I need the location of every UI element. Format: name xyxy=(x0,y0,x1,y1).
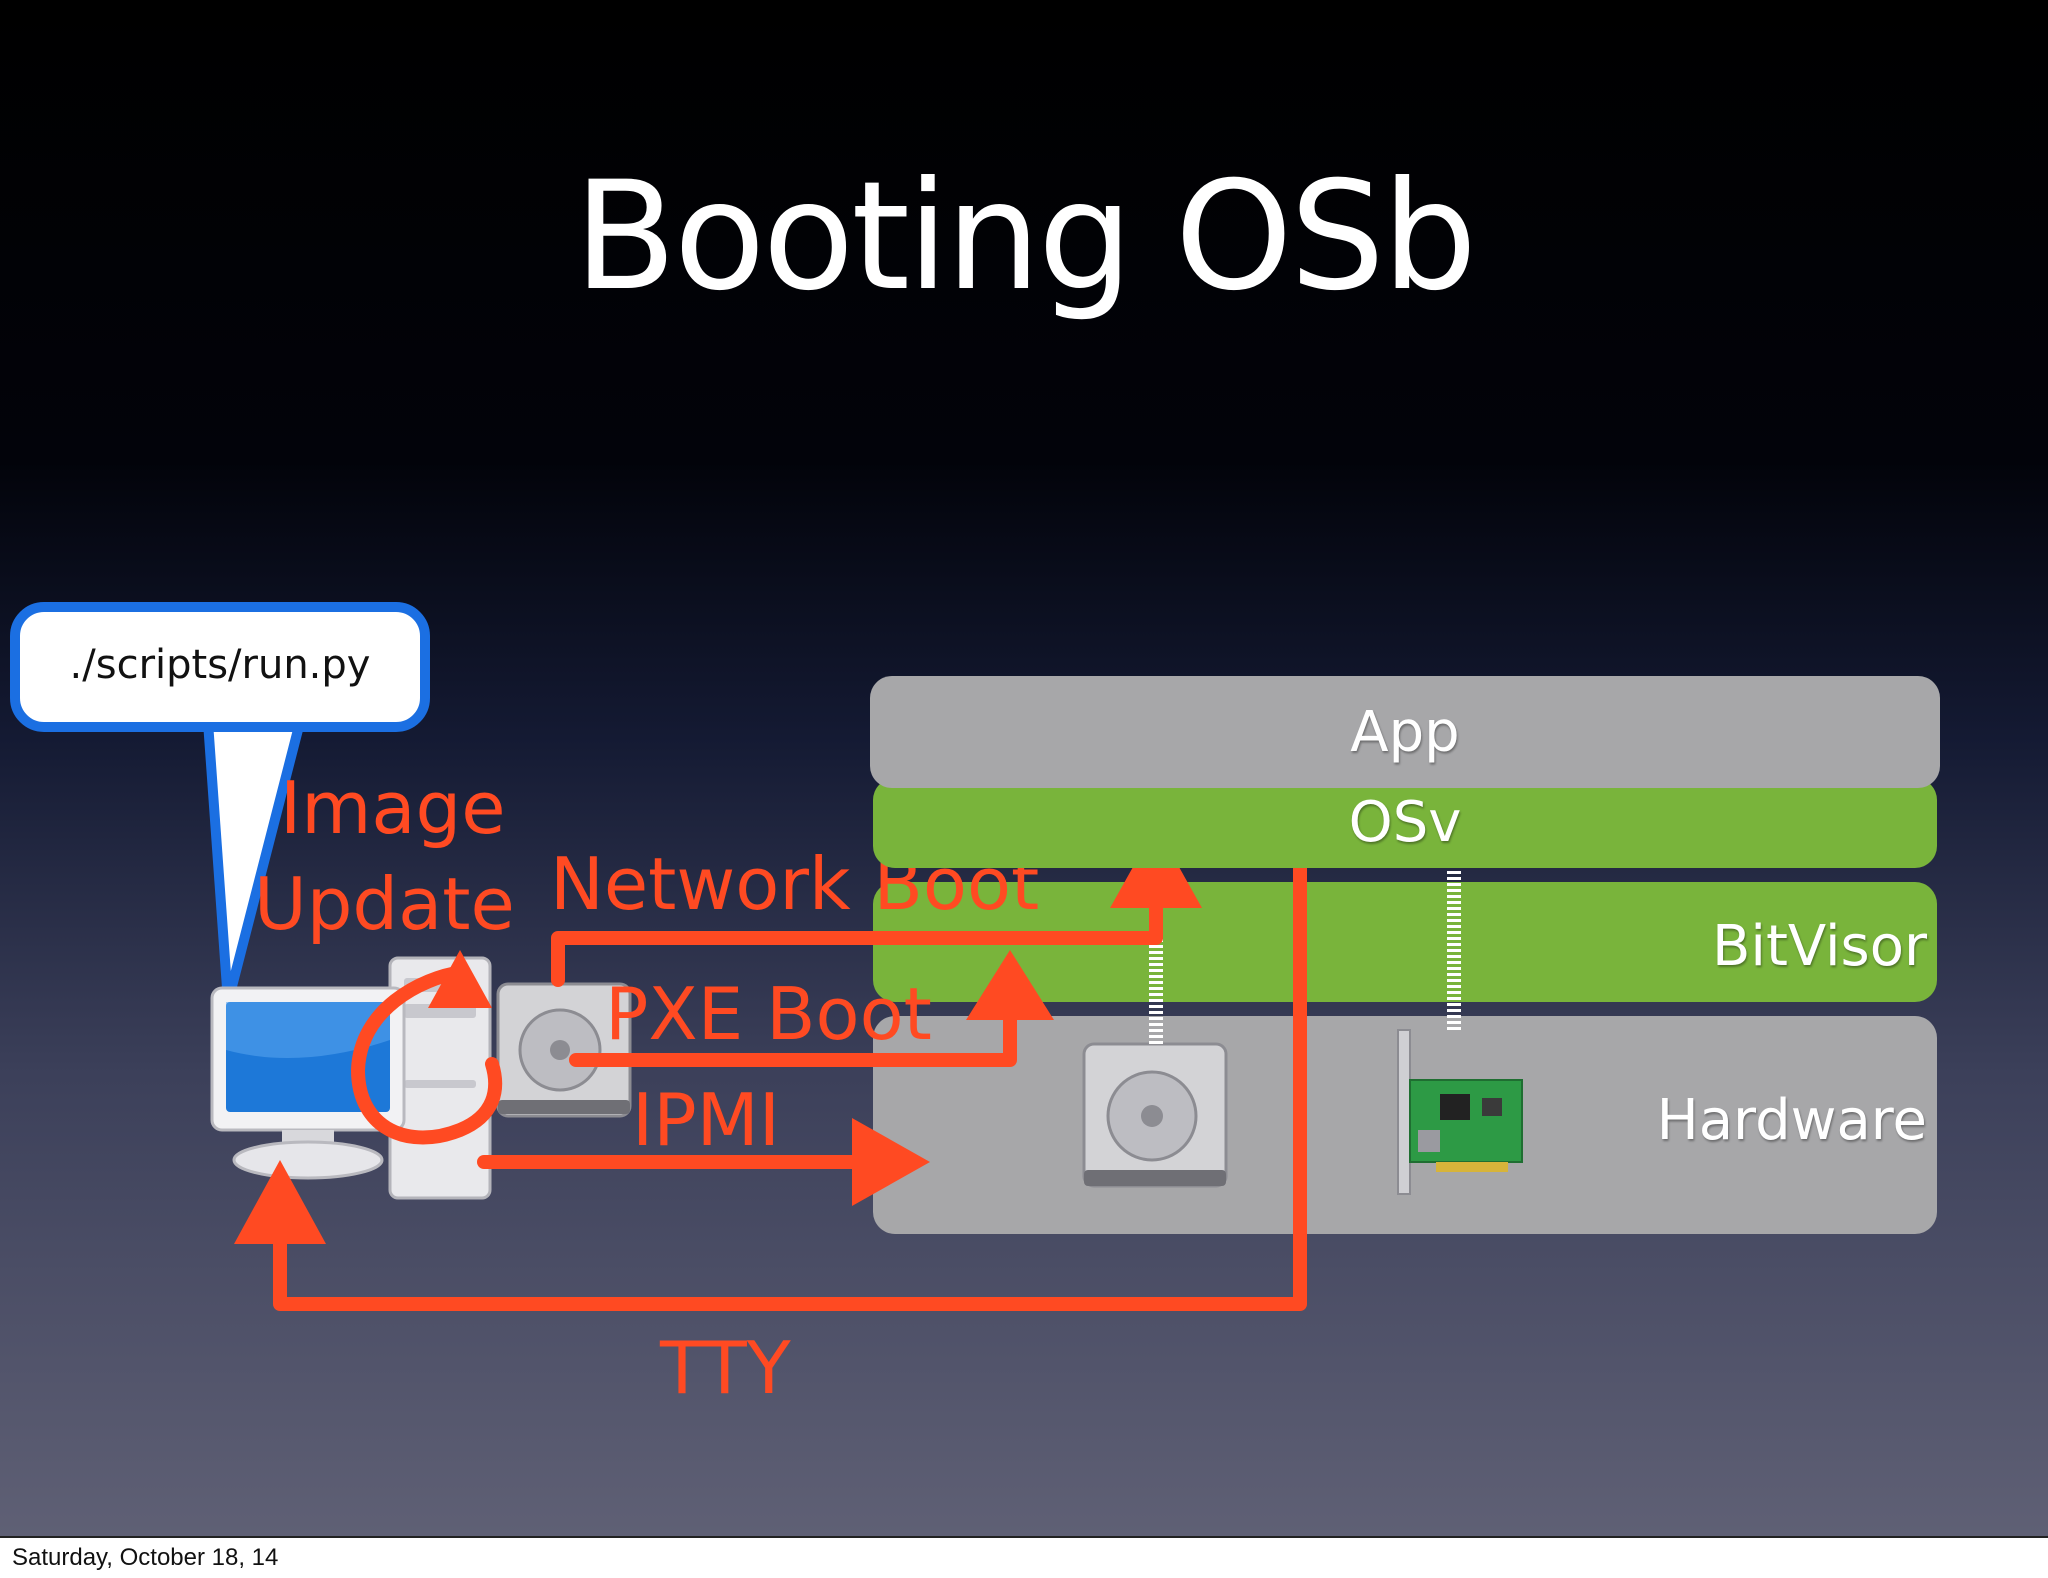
app-layer: App xyxy=(870,676,1940,788)
command-text: ./scripts/run.py xyxy=(69,642,371,688)
diagram-overlay xyxy=(203,712,1523,1311)
ipmi-label: IPMI xyxy=(632,1078,781,1162)
command-callout: ./scripts/run.py xyxy=(10,602,430,732)
image-label: Image xyxy=(280,766,506,850)
callout-tail xyxy=(203,712,305,1007)
tty-label: TTY xyxy=(660,1326,791,1410)
footer-date: Saturday, October 18, 14 xyxy=(12,1544,279,1571)
slide-title: Booting OSb xyxy=(573,150,1477,324)
osv-layer-label: OSv xyxy=(1348,790,1462,855)
network-card-icon xyxy=(1397,1029,1523,1195)
pxe-boot-label: PXE Boot xyxy=(605,972,932,1056)
bitvisor-layer-label: BitVisor xyxy=(1711,914,1927,979)
hard-disk-icon xyxy=(496,982,632,1118)
image-update-arrowhead xyxy=(428,950,492,1008)
update-label: Update xyxy=(254,862,515,946)
hard-disk-icon xyxy=(1082,1042,1228,1188)
ipmi-arrowhead xyxy=(852,1118,930,1206)
hardware-layer-label: Hardware xyxy=(1656,1088,1927,1153)
tty-arrowhead xyxy=(234,1160,326,1244)
osv-layer: OSv xyxy=(873,778,1937,868)
footer-bar: Saturday, October 18, 14 xyxy=(0,1536,2048,1578)
pxe-boot-arrowhead xyxy=(966,950,1054,1020)
slide: Booting OSb App OSv BitVisor Hardware xyxy=(0,0,2048,1536)
app-layer-label: App xyxy=(1350,700,1460,765)
